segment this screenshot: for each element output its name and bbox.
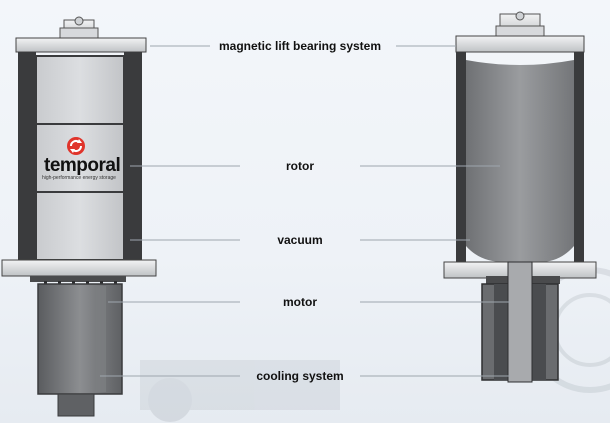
label-vacuum: vacuum: [277, 233, 323, 247]
left-wall-cutaway: [456, 52, 466, 264]
top-plate-cutaway: [455, 35, 585, 53]
label-motor: motor: [283, 295, 317, 309]
flywheel-cutaway: [443, 11, 597, 383]
motor-foot: [57, 393, 95, 417]
right-wall-cutaway: [574, 52, 584, 264]
rotor-segment-bottom: [35, 191, 125, 261]
motor-housing: [37, 283, 123, 395]
top-plate: [15, 37, 147, 53]
leader-lines: [100, 45, 510, 377]
bearing-cap-cutaway: [495, 11, 545, 37]
circular-arrows-icon: [67, 137, 85, 155]
base-plate: [1, 259, 157, 277]
label-cooling: cooling system: [256, 369, 344, 383]
logo-name: temporal: [44, 155, 121, 176]
shaft-cutaway: [507, 261, 533, 383]
right-frame: [124, 52, 142, 260]
rotor-cutaway: [466, 60, 574, 262]
flywheel-exterior: [1, 16, 157, 417]
label-bearing: magnetic lift bearing system: [218, 39, 382, 53]
bearing-cap: [59, 16, 99, 39]
rotor-segment-top: [35, 55, 125, 125]
label-rotor: rotor: [286, 159, 314, 173]
background-machinery: [140, 267, 610, 422]
left-frame: [18, 52, 36, 260]
logo-tagline: high-performance energy storage: [42, 175, 116, 181]
